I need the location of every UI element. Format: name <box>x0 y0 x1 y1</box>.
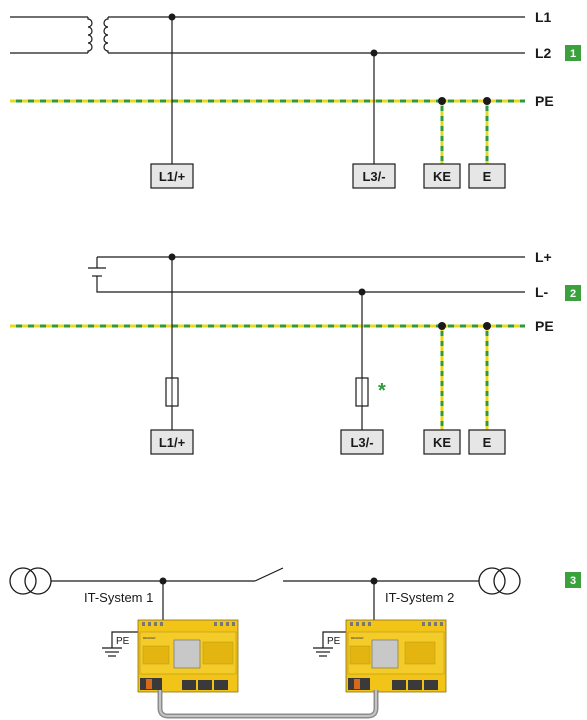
terminal-l1: L1/+ <box>150 163 194 189</box>
badge-2: 2 <box>565 285 581 301</box>
badge-3: 3 <box>565 572 581 588</box>
earth-symbol-1 <box>102 631 138 657</box>
svg-text:KE: KE <box>433 169 451 184</box>
system-label-2: IT-System 2 <box>385 590 454 605</box>
terminal-ke: KE <box>423 163 461 189</box>
svg-text:E: E <box>483 435 492 450</box>
pe-label-2: PE <box>327 636 341 647</box>
earth-symbol-2 <box>313 631 349 657</box>
transformer-symbol <box>10 16 525 54</box>
svg-text:3: 3 <box>570 575 576 587</box>
terminal-l3: L3/- <box>340 429 384 455</box>
dc-source-symbol <box>88 256 525 293</box>
svg-text:2: 2 <box>570 288 576 300</box>
pe-label-1: PE <box>116 636 130 647</box>
communication-cable <box>157 690 379 719</box>
diagram-1: L1/+ L3/- KE E L1 L2 PE 1 <box>10 9 581 189</box>
svg-text:L3/-: L3/- <box>362 169 385 184</box>
terminal-l1: L1/+ <box>150 429 194 455</box>
monitoring-device-2: BENDER <box>345 619 447 693</box>
junction-dot <box>370 49 378 57</box>
system-label-1: IT-System 1 <box>84 590 153 605</box>
junction-dot <box>483 322 491 330</box>
terminal-l3: L3/- <box>352 163 396 189</box>
svg-text:E: E <box>483 169 492 184</box>
svg-text:L3/-: L3/- <box>350 435 373 450</box>
junction-dot <box>168 13 176 21</box>
svg-text:KE: KE <box>433 435 451 450</box>
diagram-3: IT-System 1 IT-System 2 PE PE BENDER <box>9 567 581 719</box>
transformer-symbol-right <box>478 567 521 595</box>
junction-dot <box>438 97 446 105</box>
junction-dot <box>358 288 366 296</box>
monitoring-device-1: BENDER <box>137 619 239 693</box>
line-label-lplus: L+ <box>535 249 552 265</box>
device-brand: BENDER <box>143 636 156 640</box>
junction-dot <box>438 322 446 330</box>
badge-1: 1 <box>565 45 581 61</box>
line-label-pe: PE <box>535 93 554 109</box>
svg-text:1: 1 <box>570 48 576 60</box>
coupling-line <box>51 567 479 582</box>
line-label-pe: PE <box>535 318 554 334</box>
device-brand: BENDER <box>351 636 364 640</box>
terminal-e: E <box>468 163 506 189</box>
terminal-e: E <box>468 429 506 455</box>
terminal-ke: KE <box>423 429 461 455</box>
transformer-symbol-left <box>9 567 52 595</box>
line-label-lminus: L- <box>535 284 549 300</box>
svg-text:L1/+: L1/+ <box>159 435 186 450</box>
line-label-l2: L2 <box>535 45 552 61</box>
svg-text:L1/+: L1/+ <box>159 169 186 184</box>
line-label-l1: L1 <box>535 9 552 25</box>
junction-dot <box>168 253 176 261</box>
diagram-2: * L1/+ L3/- KE E L+ L- PE 2 <box>10 249 581 455</box>
junction-dot <box>483 97 491 105</box>
asterisk-note: * <box>378 380 386 402</box>
